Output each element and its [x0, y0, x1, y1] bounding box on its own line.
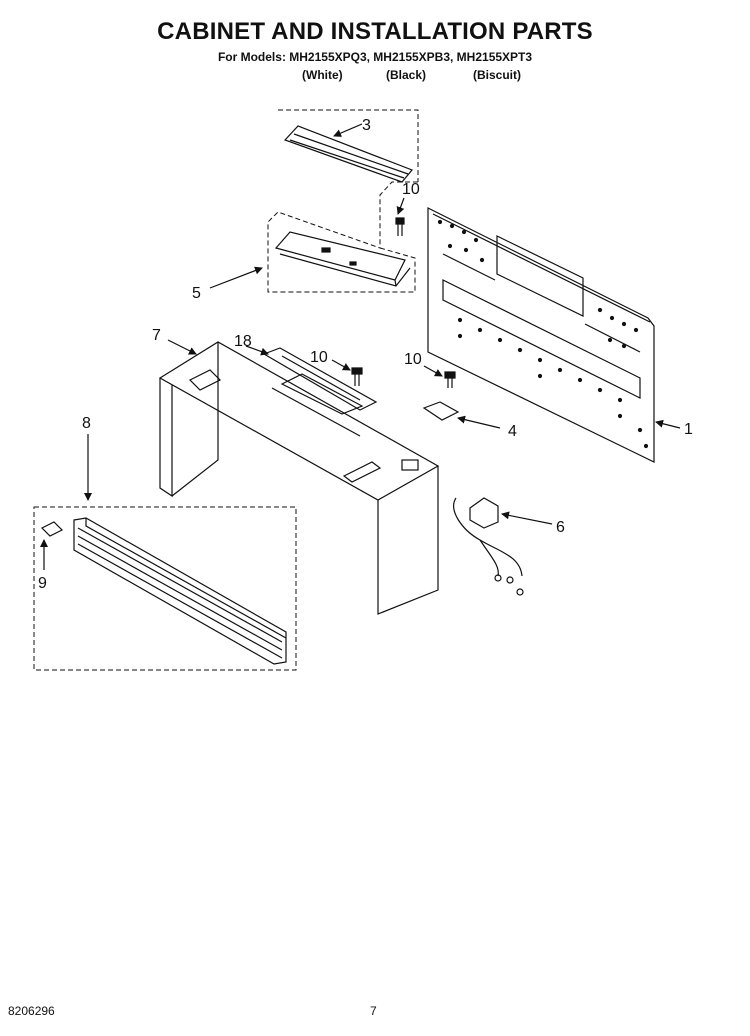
- part-9-clip: [40, 521, 64, 537]
- callout-8: 8: [82, 415, 91, 432]
- color-white-label: (White): [302, 68, 343, 82]
- callout-6: 6: [556, 519, 565, 536]
- callout-4: 4: [508, 423, 517, 440]
- leader-lines: [40, 123, 681, 570]
- part-7-cabinet: [158, 341, 440, 615]
- group-box-8-9: [33, 506, 297, 671]
- part-18-gasket: [262, 347, 378, 415]
- screw-10-middle: [351, 367, 363, 386]
- callout-5: 5: [192, 285, 201, 302]
- part-1-mounting-plate: [427, 207, 655, 463]
- part-6-wire-harness: [453, 497, 524, 596]
- callout-10-right: 10: [404, 351, 422, 368]
- part-4-bracket: [422, 401, 460, 421]
- page-title: CABINET AND INSTALLATION PARTS: [157, 18, 593, 45]
- callout-10-middle: 10: [310, 349, 328, 366]
- part-5-damper: [274, 231, 411, 287]
- callout-3: 3: [362, 117, 371, 134]
- callout-10-top: 10: [402, 181, 420, 198]
- group-box-3-5: [267, 109, 419, 293]
- color-biscuit-label: (Biscuit): [473, 68, 521, 82]
- callout-18: 18: [234, 333, 252, 350]
- part-8-grille: [73, 517, 287, 665]
- callout-9: 9: [38, 575, 47, 592]
- color-black-label: (Black): [386, 68, 427, 82]
- part-3-vent-strip: [283, 125, 413, 183]
- document-number: 8206296: [8, 1004, 55, 1018]
- models-line: For Models: MH2155XPQ3, MH2155XPB3, MH21…: [217, 50, 533, 64]
- callout-1: 1: [684, 421, 693, 438]
- screw-10-right: [444, 371, 456, 388]
- screw-10-top: [395, 217, 405, 236]
- page-number: 7: [370, 1004, 377, 1018]
- callout-7: 7: [152, 327, 161, 344]
